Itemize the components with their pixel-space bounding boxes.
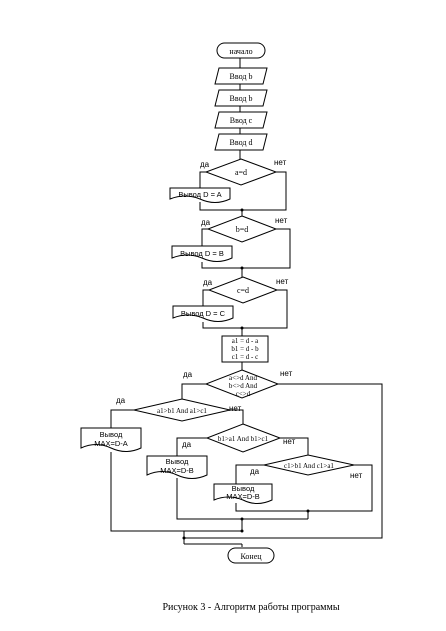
svg-text:Ввод c: Ввод c xyxy=(230,116,253,125)
input-d-block: Ввод d xyxy=(214,133,268,151)
output-max-b-2: Вывод MAX=D-B xyxy=(213,483,273,504)
start-terminal: начало xyxy=(216,42,266,59)
output-d-b: Вывод D = B xyxy=(171,245,233,262)
svg-text:начало: начало xyxy=(229,47,252,56)
yes-label: да xyxy=(183,370,193,379)
yes-label: да xyxy=(203,278,213,287)
svg-text:Ввод d: Ввод d xyxy=(230,138,253,147)
svg-text:c=d: c=d xyxy=(237,286,249,295)
svg-text:b1>a1 And b1>c1: b1>a1 And b1>c1 xyxy=(218,435,269,443)
decision-a-equals-d: a=d да нет xyxy=(200,158,287,186)
decision-all-not-equal: a<>d And b<>d And c<>d да нет xyxy=(183,369,293,399)
decision-b1-max: b1>a1 And b1>c1 да нет xyxy=(182,423,296,453)
svg-text:c1 = d - c: c1 = d - c xyxy=(232,353,259,361)
no-label: нет xyxy=(229,404,242,413)
input-b-block: Ввод b xyxy=(214,67,268,85)
input-b-block-2: Ввод b xyxy=(214,89,268,107)
no-label: нет xyxy=(275,216,288,225)
decision-c-equals-d: c=d да нет xyxy=(203,276,289,304)
output-max-b: Вывод MAX=D-B xyxy=(146,455,208,479)
calc-block: a1 = d - a b1 = d - b c1 = d - c xyxy=(221,335,269,363)
svg-text:MAX=D-B: MAX=D-B xyxy=(160,466,194,475)
svg-text:Вывод: Вывод xyxy=(232,484,255,493)
svg-text:MAX=D-B: MAX=D-B xyxy=(226,492,260,501)
yes-label: да xyxy=(201,218,211,227)
decision-a1-max: a1>b1 And a1>c1 да нет xyxy=(116,396,242,422)
yes-label: да xyxy=(200,160,210,169)
svg-text:b<>d And: b<>d And xyxy=(229,382,258,390)
svg-text:a=d: a=d xyxy=(235,168,247,177)
svg-text:a1>b1 And a1>c1: a1>b1 And a1>c1 xyxy=(157,407,207,415)
yes-label: да xyxy=(116,396,126,405)
svg-text:Ввод b: Ввод b xyxy=(230,72,253,81)
connector-lines xyxy=(110,58,383,547)
no-label: нет xyxy=(274,158,287,167)
svg-text:Вывод: Вывод xyxy=(166,457,189,466)
svg-text:Конец: Конец xyxy=(240,552,262,561)
figure-caption: Рисунок 3 - Алгоритм работы программы xyxy=(162,602,339,613)
end-terminal: Конец xyxy=(227,547,275,564)
output-d-a: Вывод D = A xyxy=(169,187,231,203)
output-max-a: Вывод MAX=D-A xyxy=(80,427,142,452)
yes-label: да xyxy=(250,467,260,476)
no-label: нет xyxy=(276,277,289,286)
svg-text:c<>d: c<>d xyxy=(236,390,251,398)
svg-text:a<>d And: a<>d And xyxy=(229,374,257,382)
decision-c1-max: c1>b1 And c1>a1 да нет xyxy=(250,454,363,480)
output-d-c: Вывод D = C xyxy=(172,305,234,322)
svg-text:a1 = d - a: a1 = d - a xyxy=(232,337,259,345)
svg-text:Вывод D = B: Вывод D = B xyxy=(180,249,224,258)
svg-text:Ввод b: Ввод b xyxy=(230,94,253,103)
svg-text:Вывод: Вывод xyxy=(100,430,123,439)
svg-text:MAX=D-A: MAX=D-A xyxy=(94,439,128,448)
svg-text:Вывод D = C: Вывод D = C xyxy=(181,309,226,318)
decision-b-equals-d: b=d да нет xyxy=(201,215,288,243)
svg-text:c1>b1 And c1>a1: c1>b1 And c1>a1 xyxy=(284,462,334,470)
svg-text:b=d: b=d xyxy=(236,225,249,234)
no-label: нет xyxy=(350,471,363,480)
input-c-block: Ввод c xyxy=(214,111,268,129)
svg-text:Вывод D = A: Вывод D = A xyxy=(178,190,221,199)
yes-label: да xyxy=(182,440,192,449)
svg-text:b1 = d - b: b1 = d - b xyxy=(231,345,259,353)
no-label: нет xyxy=(283,437,296,446)
no-label: нет xyxy=(280,369,293,378)
